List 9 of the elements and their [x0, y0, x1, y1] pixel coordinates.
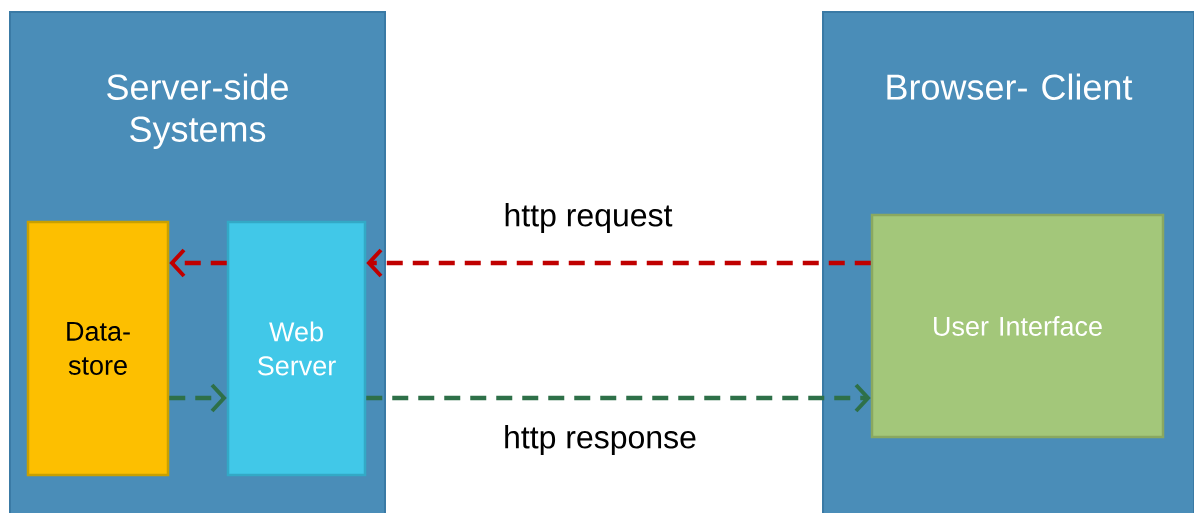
box: Web Server — [226, 220, 367, 477]
edge-label: http request — [501, 201, 675, 235]
box: User Interface — [870, 213, 1165, 439]
box: Data- store — [26, 220, 170, 477]
edge-label: http response — [501, 423, 699, 457]
arrow — [169, 383, 227, 413]
arrow — [169, 248, 227, 278]
arrow — [366, 383, 871, 413]
arrow — [366, 248, 871, 278]
